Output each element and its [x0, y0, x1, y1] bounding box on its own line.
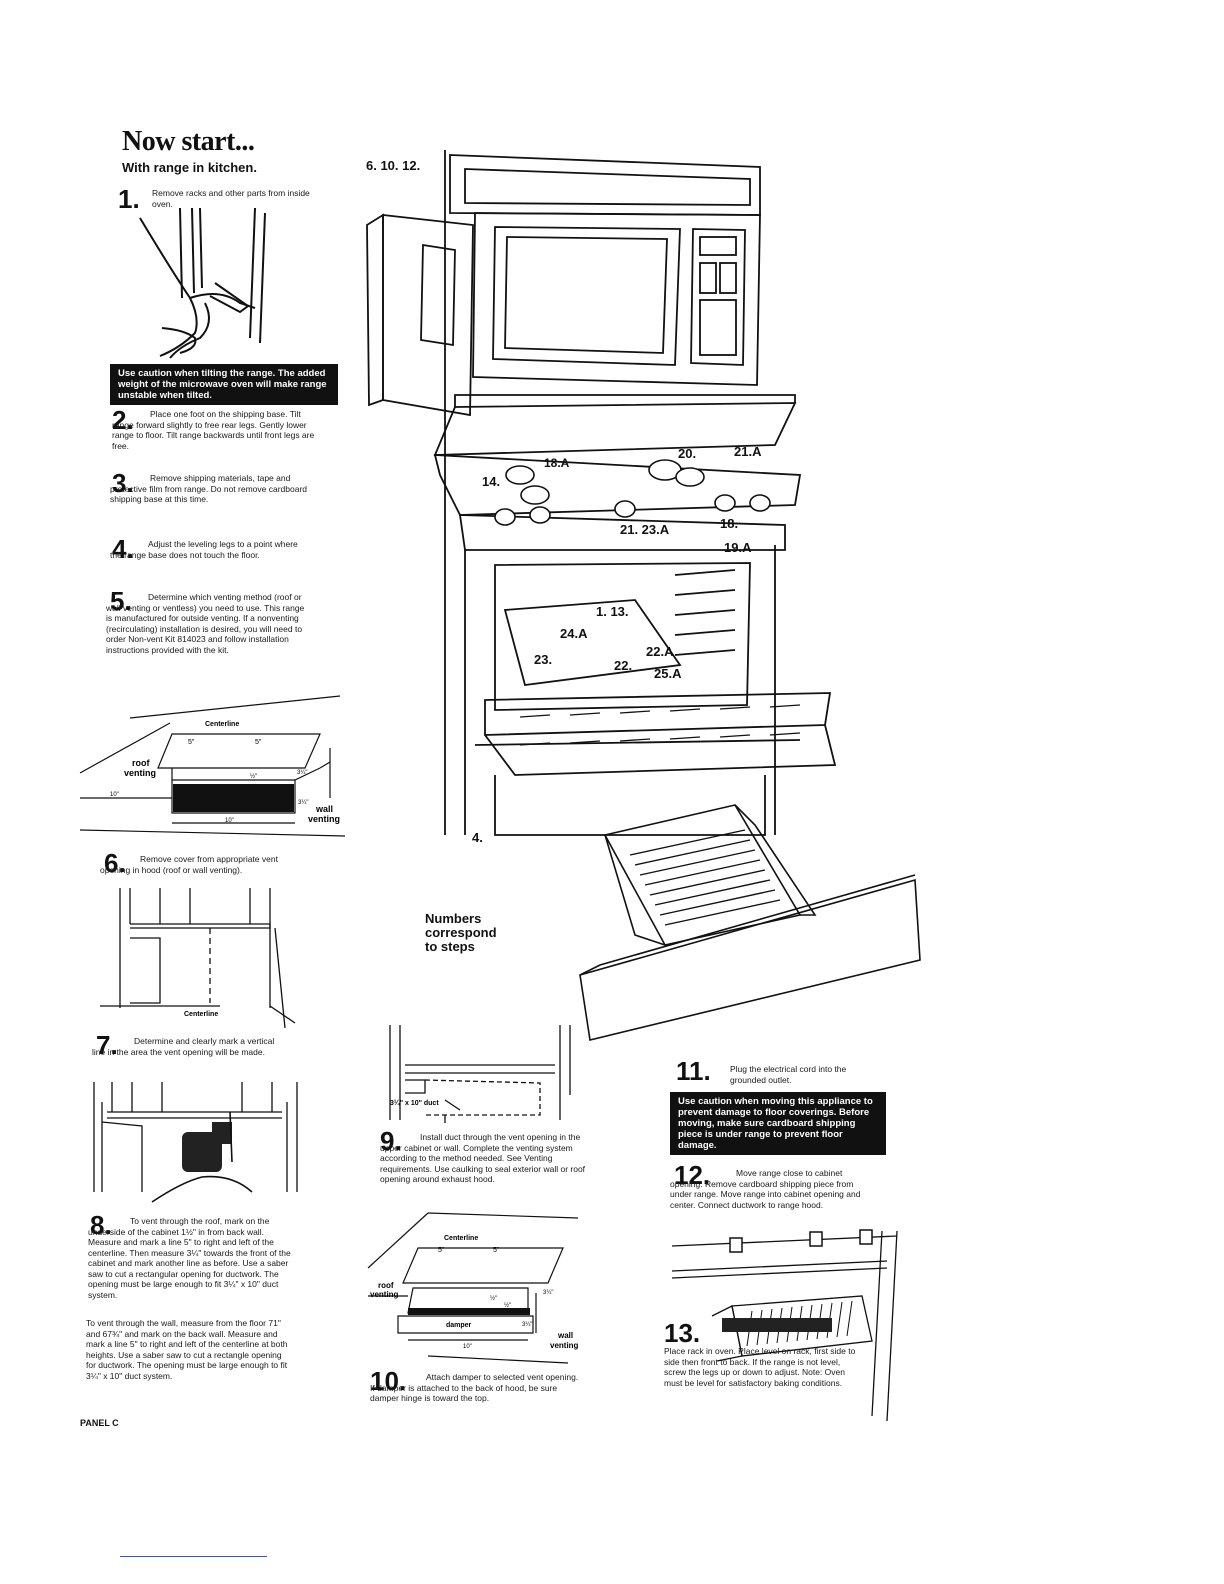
svg-text:roof: roof: [378, 1281, 394, 1290]
duct-label: 3¼" x 10" duct: [390, 1099, 439, 1107]
svg-text:½": ½": [490, 1295, 497, 1302]
svg-text:venting: venting: [308, 814, 340, 824]
step-6-text: Remove cover from appropriate vent openi…: [100, 854, 278, 875]
step-5-text: Determine which venting method (roof or …: [106, 592, 305, 655]
step-2-number: 2.: [112, 405, 134, 435]
step-6-illustration: Centerline: [100, 888, 296, 1029]
step-7-number: 7.: [96, 1030, 118, 1060]
svg-text:venting: venting: [550, 1341, 579, 1350]
step-7-text: Determine and clearly mark a vertical li…: [92, 1036, 275, 1057]
step-1-text: Remove racks and other parts from inside…: [152, 188, 310, 209]
step-5-number: 5.: [110, 586, 132, 616]
step-4-text: Adjust the leveling legs to a point wher…: [110, 539, 298, 560]
callout-4: 4.: [472, 830, 483, 845]
callout-19a: 19.A: [724, 540, 752, 555]
step-8b-text: To vent through the wall, measure from t…: [86, 1318, 288, 1381]
venting-diagram-center: Centerline 5" 5" roof venting ½" 3¼" ½" …: [367, 1212, 579, 1364]
svg-text:wall: wall: [315, 804, 333, 814]
svg-text:Centerline: Centerline: [444, 1235, 478, 1242]
venting-diagram-left: Centerline 5" 5" roof venting ½" 3¼" 10"…: [79, 695, 346, 837]
callout-21a: 21.A: [734, 444, 762, 459]
step-6-number: 6.: [104, 848, 126, 878]
step-8-text: To vent through the roof, mark on the un…: [88, 1216, 291, 1300]
svg-text:5": 5": [493, 1247, 500, 1254]
callout-24a: 24.A: [560, 626, 588, 641]
step-11-text: Plug the electrical cord into the ground…: [730, 1064, 847, 1085]
numbers-note: Numbers correspond to steps: [425, 911, 497, 954]
svg-text:10": 10": [110, 792, 119, 798]
step-1-illustration: [139, 207, 266, 359]
svg-text:venting: venting: [370, 1290, 399, 1299]
callout-20: 20.: [678, 446, 697, 461]
step-7-illustration: [93, 1082, 298, 1203]
step-12-text: Move range close to cabinet opening. Rem…: [670, 1168, 861, 1210]
step-10-text: Attach damper to selected vent opening. …: [370, 1372, 579, 1403]
panel-label: PANEL C: [80, 1418, 119, 1428]
page-subtitle: With range in kitchen.: [122, 160, 257, 175]
step-13-number: 13.: [664, 1318, 701, 1348]
callout-21-23a: 21. 23.A: [620, 522, 670, 537]
step-13-text: Place rack in oven. Place level on rack,…: [664, 1346, 856, 1388]
step-11-number: 11.: [676, 1056, 711, 1086]
callout-1-13: 1. 13.: [596, 604, 629, 619]
callout-23: 23.: [534, 652, 553, 667]
svg-text:3¼": 3¼": [297, 770, 307, 776]
svg-text:½": ½": [250, 773, 257, 780]
callout-18a: 18.A: [544, 456, 570, 470]
footer-line: [120, 1556, 267, 1557]
step-1-number: 1.: [118, 184, 140, 214]
step-3-text: Remove shipping materials, tape and prot…: [110, 473, 308, 504]
svg-text:3¼": 3¼": [522, 1322, 532, 1328]
svg-text:3¼": 3¼": [298, 800, 308, 806]
callout-18: 18.: [720, 516, 739, 531]
svg-text:5": 5": [188, 739, 195, 746]
svg-text:10": 10": [225, 818, 234, 824]
centerline-label: Centerline: [205, 721, 239, 728]
svg-text:3¼": 3¼": [543, 1290, 553, 1296]
svg-text:damper: damper: [446, 1322, 472, 1329]
drawer-illustration: [579, 804, 921, 1041]
svg-text:venting: venting: [124, 768, 156, 778]
svg-text:roof: roof: [132, 758, 150, 768]
range-illustration: [366, 150, 837, 836]
caution-tilt: Use caution when tilting the range. The …: [110, 364, 338, 405]
step-4-number: 4.: [112, 534, 134, 564]
svg-text:Centerline: Centerline: [184, 1011, 218, 1018]
step-13-illustration: [671, 1229, 898, 1422]
callout-14: 14.: [482, 474, 501, 489]
callout-6-10-12: 6. 10. 12.: [366, 158, 421, 173]
step-9-illustration: 3¼" x 10" duct: [389, 1025, 571, 1123]
page-title: Now start...: [122, 126, 255, 157]
svg-text:wall: wall: [557, 1331, 573, 1340]
svg-text:½": ½": [504, 1302, 511, 1309]
step-10-number: 10.: [370, 1366, 407, 1396]
callout-22: 22.: [614, 658, 633, 673]
step-8-number: 8.: [90, 1210, 112, 1240]
step-3-number: 3.: [112, 468, 134, 498]
step-9-text: Install duct through the vent opening in…: [380, 1132, 586, 1184]
step-9-number: 9.: [380, 1126, 402, 1156]
callout-25a: 25.A: [654, 666, 682, 681]
svg-text:5": 5": [438, 1247, 445, 1254]
caution-move: Use caution when moving this appliance t…: [670, 1092, 886, 1155]
svg-text:5": 5": [255, 739, 262, 746]
step-12-number: 12.: [674, 1160, 711, 1190]
svg-text:10": 10": [463, 1344, 472, 1350]
callout-22a: 22.A: [646, 644, 674, 659]
step-2-text: Place one foot on the shipping base. Til…: [112, 409, 315, 451]
